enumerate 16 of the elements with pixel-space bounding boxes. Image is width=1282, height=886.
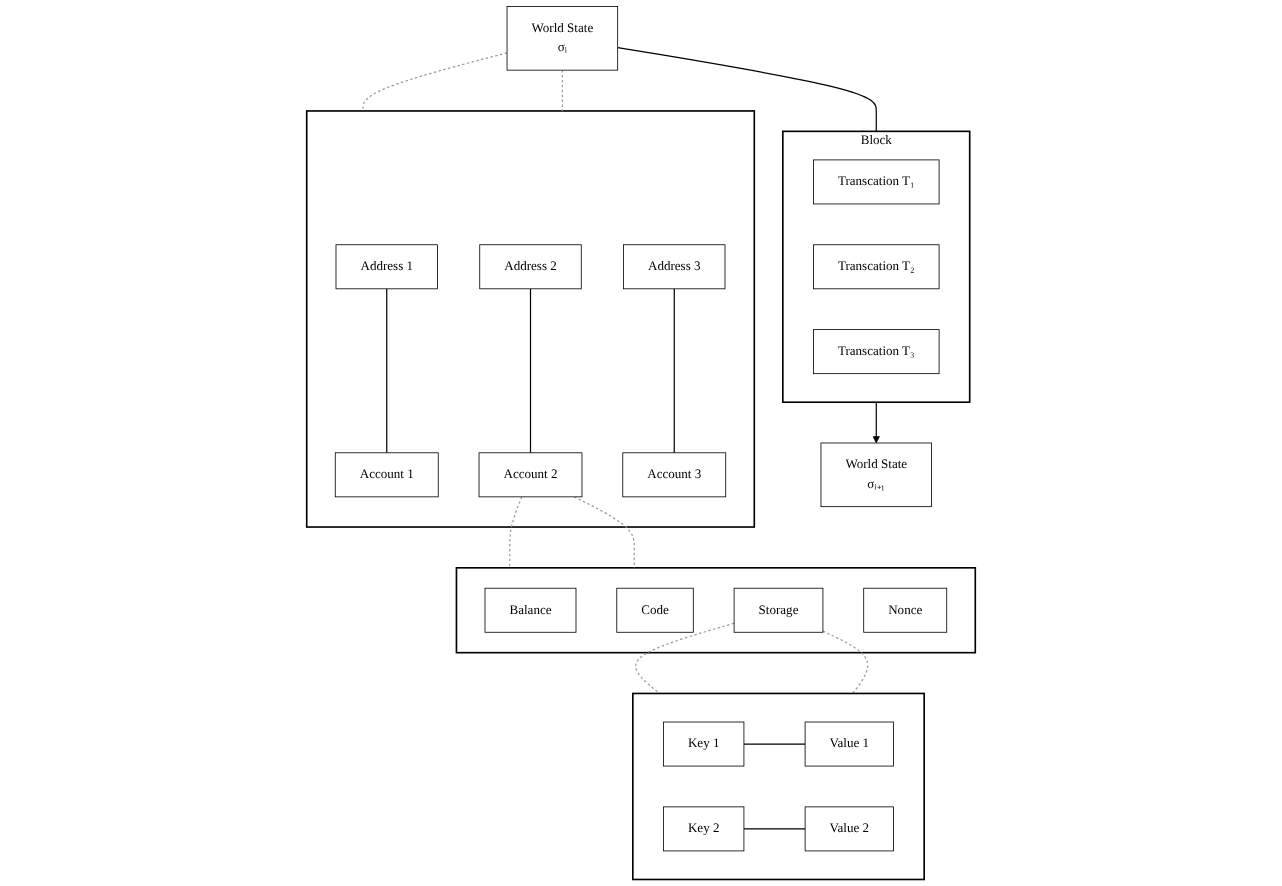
connector — [573, 496, 635, 569]
cluster — [455, 567, 977, 654]
connector — [362, 52, 508, 112]
arrow — [872, 401, 880, 444]
cluster — [632, 692, 925, 881]
cluster — [305, 110, 756, 528]
connector — [743, 743, 806, 745]
connector — [673, 288, 675, 454]
connector — [635, 622, 735, 695]
connector — [509, 496, 523, 569]
connector — [743, 828, 806, 830]
connector — [386, 288, 388, 454]
connector — [822, 630, 869, 695]
connector — [561, 69, 563, 112]
connector — [529, 288, 532, 454]
connector — [617, 46, 877, 132]
